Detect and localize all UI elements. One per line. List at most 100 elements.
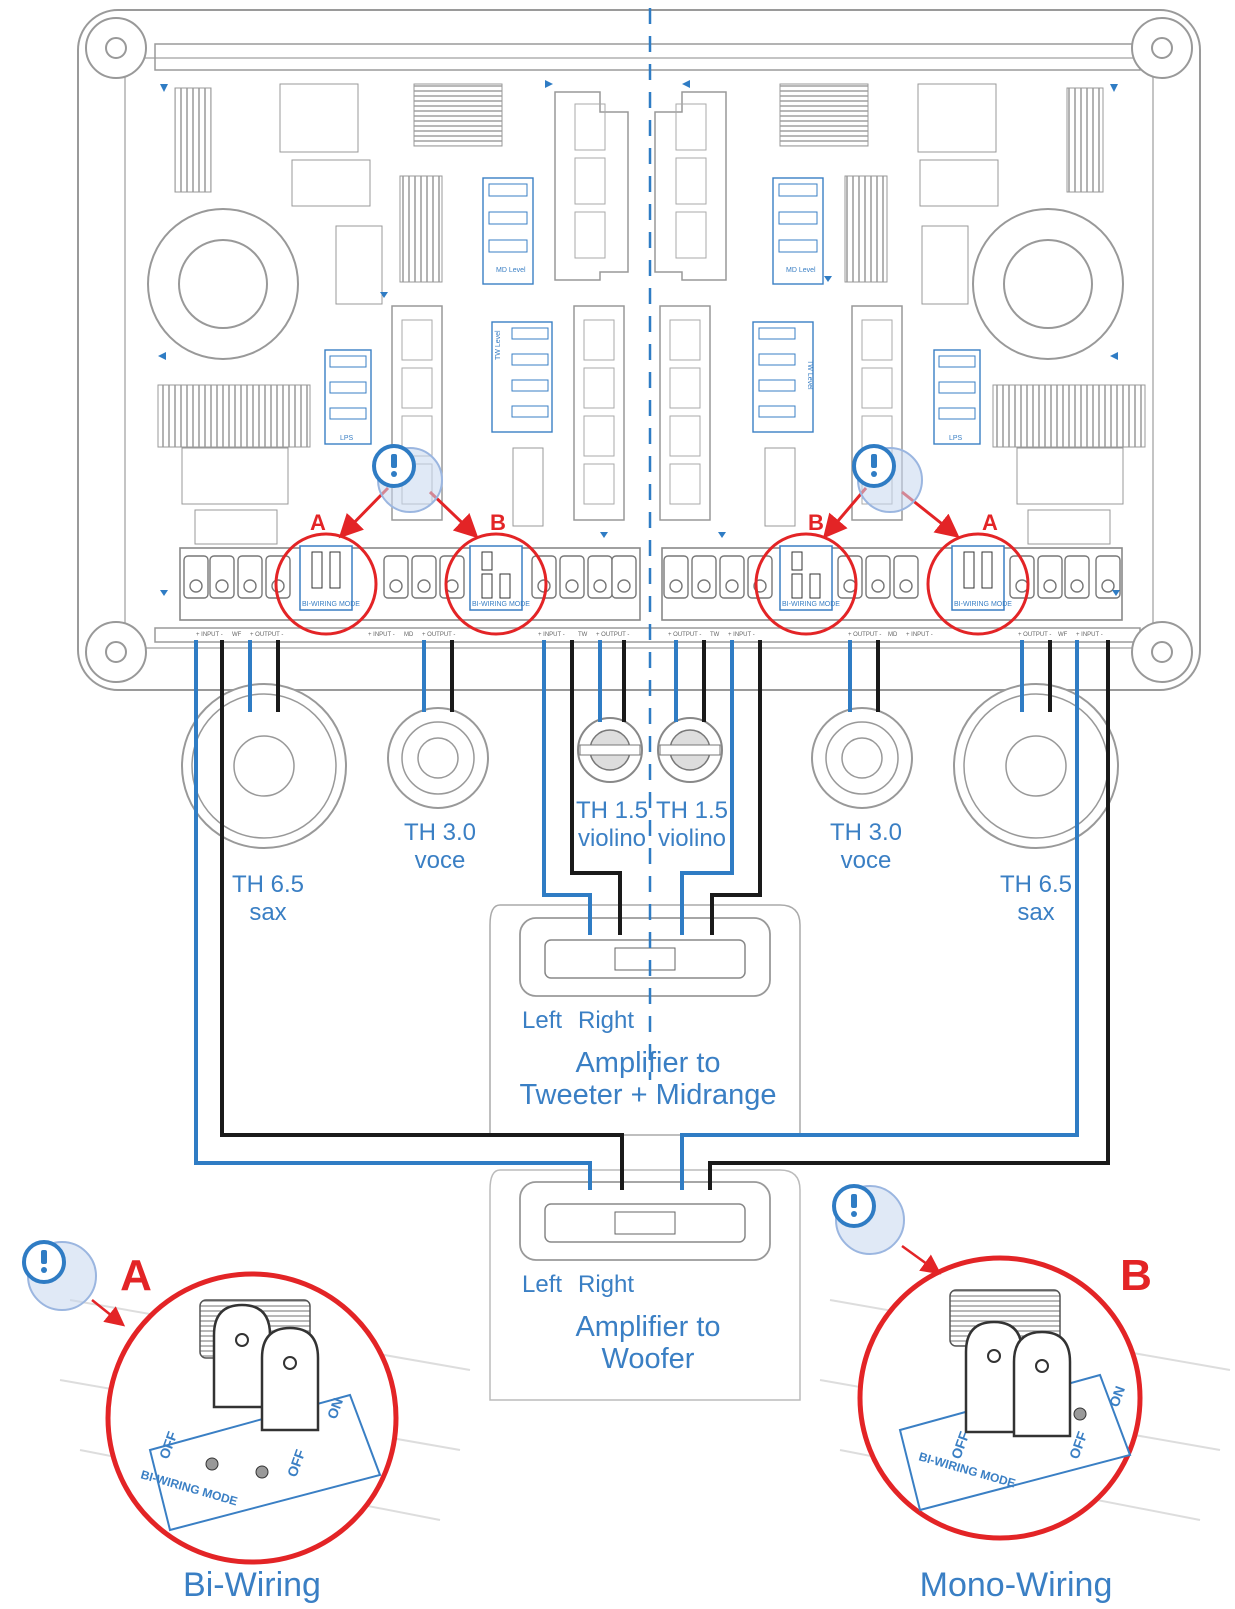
screw-head — [669, 579, 683, 593]
toroid-left — [147, 208, 299, 360]
label-tw-out-left: + OUTPUT - — [596, 632, 629, 638]
toroid-right — [972, 208, 1124, 360]
jumper-b-left-label: BI-WIRING MODE — [472, 601, 530, 608]
woofer-right-model: TH 6.5 — [1000, 871, 1072, 898]
label-tw-out-right: + OUTPUT - — [668, 632, 701, 638]
lps-label-right: LPS — [949, 435, 963, 442]
cap-c6 — [512, 447, 544, 527]
detail-left-on: ON — [324, 1396, 346, 1421]
coil-l5 — [413, 83, 503, 147]
caption-bi-wiring: Bi-Wiring — [183, 1566, 321, 1604]
screw-head — [189, 579, 203, 593]
jumper-a-right[interactable]: BI-WIRING MODE — [951, 545, 1012, 611]
tw-level-block-left — [491, 321, 553, 433]
jumper-b-right-label: BI-WIRING MODE — [782, 601, 840, 608]
woofer-right-name: sax — [1017, 899, 1054, 926]
amp-bottom-left-label: Left — [522, 1271, 562, 1298]
label-md-in-left: + INPUT - — [368, 632, 395, 638]
label-tw-in-left: + INPUT - — [538, 632, 565, 638]
jumper-a-left[interactable]: BI-WIRING MODE — [299, 545, 360, 611]
screw-head — [537, 579, 551, 593]
lps-block-right — [933, 349, 981, 445]
label-tw-right: TW — [710, 632, 720, 638]
cap-c1 — [194, 509, 278, 545]
coil-l2 — [157, 384, 311, 448]
detail-right-on: ON — [1106, 1384, 1128, 1409]
amp-bottom-title-1: Amplifier to — [575, 1311, 720, 1343]
cap-c4 — [279, 83, 359, 153]
crossover-board: MD Level MD Level TW Level TW Level LPS … — [77, 9, 1201, 691]
label-wf-out-left: + OUTPUT - — [250, 632, 283, 638]
tw-level-label-left: TW Level — [495, 330, 502, 360]
cap-c3 — [335, 225, 383, 305]
amp-bottom-title-2: Woofer — [602, 1343, 695, 1375]
caption-mono-wiring: Mono-Wiring — [920, 1566, 1113, 1604]
speaker-tweeter-left — [577, 717, 643, 783]
screw-head — [899, 579, 913, 593]
label-md-out-right: + OUTPUT - — [848, 632, 881, 638]
label-tw-in-right: + INPUT - — [728, 632, 755, 638]
tw-level-block-right — [752, 321, 814, 433]
mount-hole-tl — [85, 17, 147, 79]
cap-c7 — [764, 447, 796, 527]
tw-left-model: TH 1.5 — [576, 797, 648, 824]
screw-head — [389, 579, 403, 593]
marker-b-left: B — [490, 510, 506, 535]
mid-left-model: TH 3.0 — [404, 819, 476, 846]
mid-right-model: TH 3.0 — [830, 819, 902, 846]
amplifier-bottom — [489, 1169, 801, 1401]
label-md-right: MD — [888, 632, 898, 638]
screw-head — [871, 579, 885, 593]
screw-head — [1043, 579, 1057, 593]
amp-top-left-label: Left — [522, 1007, 562, 1034]
screw-head — [417, 579, 431, 593]
screw-head — [697, 579, 711, 593]
lps-block-left — [324, 349, 372, 445]
info-icon — [852, 444, 923, 513]
md-level-label-left: MD Level — [496, 267, 526, 274]
amp-top-right-label: Right — [578, 1007, 634, 1034]
marker-a-right: A — [982, 510, 998, 535]
cap-c10 — [919, 159, 999, 207]
coil-l10 — [1066, 87, 1104, 193]
detail-left: OFF OFF ON BI-WIRING MODE — [59, 1271, 471, 1565]
marker-b-right: B — [808, 510, 824, 535]
jumper-a-right-label: BI-WIRING MODE — [954, 601, 1012, 608]
tw-right-name: violino — [658, 825, 726, 852]
lps-label-left: LPS — [340, 435, 354, 442]
jumper-b-right[interactable]: BI-WIRING MODE — [779, 545, 840, 611]
cap-c9 — [917, 83, 997, 153]
label-wf-in-left: + INPUT - — [196, 632, 223, 638]
amp-top-title-1: Amplifier to — [575, 1047, 720, 1079]
md-level-label-right: MD Level — [786, 267, 816, 274]
label-md-left: MD — [404, 632, 414, 638]
screw-head — [593, 579, 607, 593]
label-tw-left: TW — [578, 632, 588, 638]
mount-hole-bl — [85, 621, 147, 683]
jumper-b-left[interactable]: BI-WIRING MODE — [469, 545, 530, 611]
mount-hole-br — [1131, 621, 1193, 683]
cap-c11 — [1027, 509, 1111, 545]
tw-level-label-right: TW Level — [806, 360, 813, 390]
mount-hole-tr — [1131, 17, 1193, 79]
wires — [194, 640, 1110, 1190]
label-md-out-left: + OUTPUT - — [422, 632, 455, 638]
screw-head — [565, 579, 579, 593]
coil-l1 — [174, 87, 212, 193]
cap-c2 — [181, 447, 289, 505]
mid-right-name: voce — [841, 847, 892, 874]
label-wf-left: WF — [232, 632, 242, 638]
resistor-bank-upper-left — [554, 91, 629, 281]
jumper-a-left-label: BI-WIRING MODE — [302, 601, 360, 608]
coil-l9 — [779, 83, 869, 147]
mid-left-name: voce — [415, 847, 466, 874]
info-icon — [832, 1184, 905, 1255]
cap-c12 — [1016, 447, 1124, 505]
marker-b-detail: B — [1120, 1251, 1152, 1300]
screw-head — [617, 579, 631, 593]
coil-l8 — [992, 384, 1146, 448]
marker-a-detail: A — [120, 1251, 152, 1300]
speaker-tweeter-right — [657, 717, 723, 783]
info-icon — [22, 1240, 97, 1311]
